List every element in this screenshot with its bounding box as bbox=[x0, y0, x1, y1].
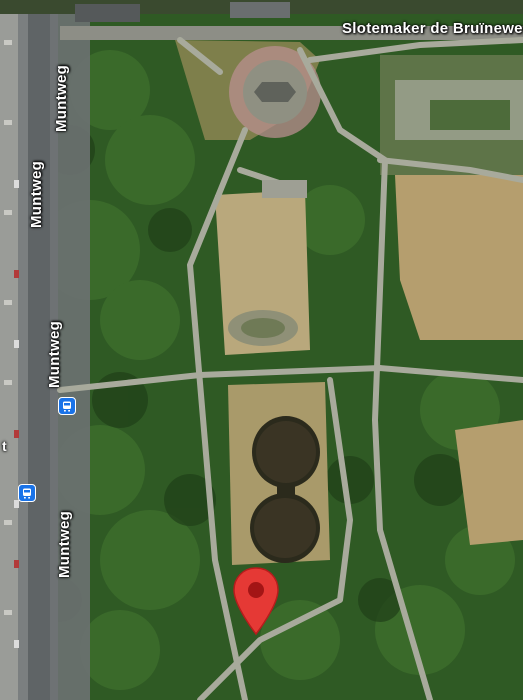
bus-stop-icon[interactable] bbox=[18, 484, 36, 502]
bus-glyph-icon bbox=[23, 488, 31, 499]
street-label-muntweg-1: Muntweg bbox=[28, 160, 45, 228]
street-label-muntweg-3: Muntweg bbox=[46, 320, 63, 388]
street-label-muntweg-4: Muntweg bbox=[56, 510, 73, 578]
street-label-muntweg-2: Muntweg bbox=[53, 64, 70, 132]
street-label-cutoff: t bbox=[2, 438, 7, 454]
street-label-slotemaker-de-bruineweg: Slotemaker de Bruïneweg bbox=[342, 20, 523, 37]
bus-glyph-icon bbox=[63, 401, 71, 412]
bus-stop-icon[interactable] bbox=[58, 397, 76, 415]
location-pin-icon[interactable] bbox=[232, 566, 280, 636]
